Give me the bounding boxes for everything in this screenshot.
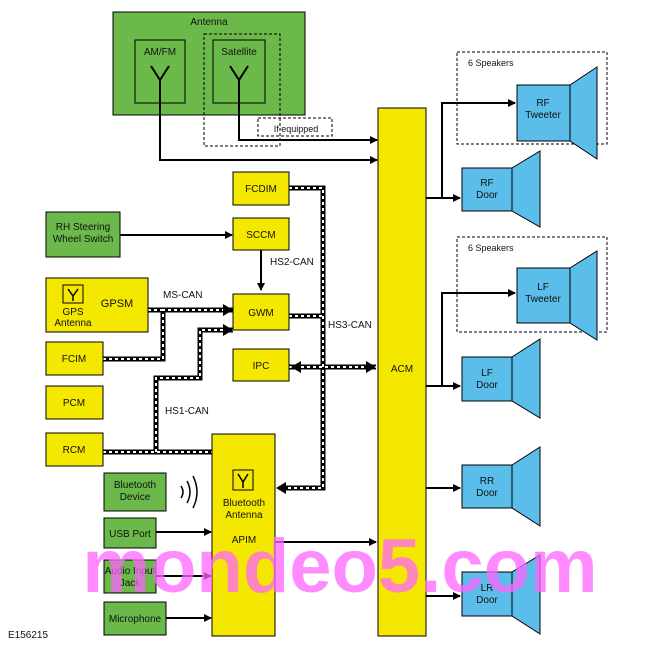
gwm-label: GWM	[248, 308, 274, 319]
gps-antenna-label: GPS	[62, 307, 83, 318]
rf-door-speaker: RF Door	[461, 150, 541, 228]
satellite-label: Satellite	[221, 47, 257, 58]
lf-tweeter-label: LF	[537, 282, 549, 293]
rr-door-speaker: RR Door	[461, 446, 541, 527]
rf-tweeter-speaker: RF Tweeter	[516, 66, 598, 160]
antenna-wires	[159, 92, 378, 164]
pcm-module: PCM	[45, 385, 104, 420]
audio-input-jack: Audio Input Jack	[103, 559, 157, 594]
amfm-antenna-icon	[150, 65, 170, 92]
satellite-antenna-icon	[229, 65, 249, 92]
bluetooth-antenna-icon	[232, 469, 254, 491]
microphone: Microphone	[103, 601, 167, 636]
amfm-label: AM/FM	[144, 47, 176, 58]
ipc-module: IPC	[232, 348, 290, 382]
sccm-module: SCCM	[232, 217, 290, 251]
rf-group-label: 6 Speakers	[468, 58, 514, 68]
hs1-can-label: HS1-CAN	[165, 406, 209, 417]
rf-tweeter-label: RF	[536, 98, 549, 109]
lf-speaker-group	[456, 236, 608, 333]
lf-group-label: 6 Speakers	[468, 243, 514, 253]
satellite-optional-box	[203, 33, 281, 147]
rr-door-label: Door	[476, 488, 498, 499]
watermark: mondeo5.com	[82, 524, 597, 609]
rh-switch-label: Wheel Switch	[53, 234, 114, 245]
rf-tweeter-label: Tweeter	[525, 110, 561, 121]
fcdim-label: FCDIM	[245, 184, 277, 195]
hs2-can-label: HS2-CAN	[270, 257, 314, 268]
gps-antenna-icon	[62, 284, 84, 304]
rf-door-label: RF	[480, 178, 493, 189]
bluetooth-antenna-label: Bluetooth	[223, 498, 265, 509]
lf-door-label: Door	[476, 380, 498, 391]
usb-port-label: USB Port	[109, 529, 151, 540]
acm-label: ACM	[391, 364, 413, 375]
wireless-signal-icon	[180, 475, 198, 509]
if-equipped-label: If equipped	[274, 124, 319, 134]
apim-label: APIM	[232, 535, 256, 546]
ipc-label: IPC	[253, 361, 270, 372]
audio-jack-label: Audio Input	[105, 566, 156, 577]
audio-jack-label: Jack	[120, 578, 142, 589]
bluetooth-antenna-label: Antenna	[225, 510, 263, 521]
microphone-label: Microphone	[109, 614, 162, 625]
fcdim-module: FCDIM	[232, 171, 290, 206]
bt-device-label: Bluetooth	[114, 480, 156, 491]
speaker-wires	[426, 99, 516, 600]
lr-door-label: Door	[476, 595, 498, 606]
hs3-can-label: HS3-CAN	[328, 320, 372, 331]
lf-door-label: LF	[481, 368, 493, 379]
gpsm-label: GPSM	[101, 298, 133, 310]
if-equipped-box	[257, 117, 333, 137]
lf-tweeter-speaker: LF Tweeter	[516, 250, 598, 341]
signal-wires	[120, 231, 377, 622]
figure-id: E156215	[8, 630, 48, 641]
rcm-module: RCM	[45, 432, 104, 467]
gpsm-module: GPSM GPS Antenna	[45, 277, 149, 333]
rr-door-label: RR	[480, 476, 494, 487]
apim-module: Bluetooth Antenna APIM	[211, 433, 276, 637]
lf-door-speaker: LF Door	[461, 338, 541, 419]
bt-device-label: Device	[120, 492, 151, 503]
fcim-module: FCIM	[45, 341, 104, 376]
rh-steering-switch: RH Steering Wheel Switch	[45, 211, 121, 258]
antenna-title: Antenna	[190, 17, 228, 28]
lr-door-label: LR	[481, 583, 494, 594]
sccm-label: SCCM	[246, 230, 275, 241]
lf-tweeter-label: Tweeter	[525, 294, 561, 305]
pcm-label: PCM	[63, 398, 85, 409]
rf-speaker-group	[456, 51, 608, 145]
antenna-block: Antenna AM/FM Satellite If equipped	[112, 11, 333, 147]
lr-door-speaker: LR Door	[461, 554, 541, 635]
acm-module	[377, 107, 427, 637]
usb-port: USB Port	[103, 517, 157, 549]
rcm-label: RCM	[63, 445, 86, 456]
ms-can-label: MS-CAN	[163, 290, 202, 301]
rf-door-label: Door	[476, 190, 498, 201]
fcim-label: FCIM	[62, 354, 86, 365]
gwm-module: GWM	[232, 293, 290, 331]
gps-antenna-label: Antenna	[54, 318, 92, 329]
bluetooth-device: Bluetooth Device	[103, 472, 167, 512]
rh-switch-label: RH Steering	[56, 222, 110, 233]
